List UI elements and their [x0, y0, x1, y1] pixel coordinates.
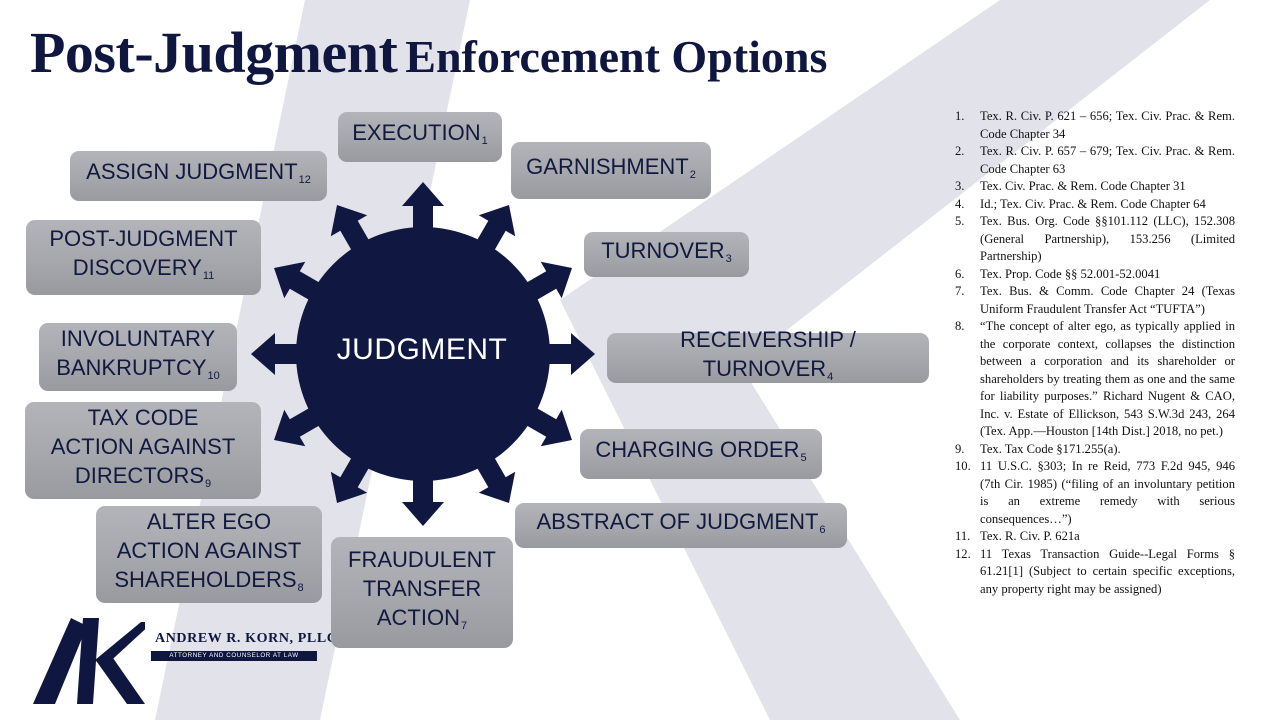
option-tax-code-action: TAX CODE ACTION AGAINST DIRECTORS9 [25, 402, 261, 499]
reference-number: 11. [955, 529, 971, 543]
reference-text: Tex. Civ. Prac. & Rem. Code Chapter 31 [980, 179, 1186, 193]
reference-item: 9. Tex. Tax Code §171.255(a). [955, 441, 1235, 459]
reference-number: 5. [955, 214, 965, 228]
option-abstract-of-judgment: ABSTRACT OF JUDGMENT6 [515, 503, 847, 548]
option-turnover: TURNOVER3 [584, 232, 749, 277]
reference-item: 8. “The concept of alter ego, as typicall… [955, 318, 1235, 441]
reference-text: “The concept of alter ego, as typically … [980, 319, 1235, 438]
option-label: POST-JUDGMENT DISCOVERY [49, 226, 238, 280]
page-title: Post-Judgment Enforcement Options [30, 24, 827, 82]
option-receivership-turnover: RECEIVERSHIP / TURNOVER4 [607, 327, 929, 383]
reference-item: 11. Tex. R. Civ. P. 621a [955, 528, 1235, 546]
option-fraudulent-transfer: FRAUDULENT TRANSFER ACTION7 [331, 537, 513, 648]
reference-item: 10. 11 U.S.C. §303; In re Reid, 773 F.2d … [955, 458, 1235, 528]
reference-text: Tex. Tax Code §171.255(a). [980, 441, 1121, 456]
option-label: EXECUTION [352, 120, 481, 145]
option-ref: 12 [298, 174, 311, 186]
reference-number: 4. [955, 196, 965, 211]
reference-text: Id.; Tex. Civ. Prac. & Rem. Code Chapter… [980, 196, 1206, 211]
option-label: GARNISHMENT [526, 153, 689, 179]
option-ref: 4 [827, 370, 834, 383]
references-list: 1. Tex. R. Civ. P. 621 – 656; Tex. Civ. P… [955, 108, 1235, 598]
option-label: ASSIGN JUDGMENT [86, 159, 298, 184]
option-label: TAX CODE ACTION AGAINST DIRECTORS [50, 404, 236, 488]
title-sub: Enforcement Options [405, 31, 828, 82]
reference-text: Tex. Prop. Code §§ 52.001-52.0041 [980, 266, 1161, 281]
reference-number: 9. [955, 441, 965, 456]
option-alter-ego: ALTER EGO ACTION AGAINST SHAREHOLDERS8 [96, 506, 322, 603]
reference-number: 12. [955, 546, 971, 561]
reference-number: 3. [955, 179, 965, 193]
ak-logo-icon [33, 618, 145, 704]
reference-number: 7. [955, 284, 965, 298]
reference-item: 7. Tex. Bus. & Comm. Code Chapter 24 (Tex… [955, 283, 1235, 318]
arrow-10-icon [251, 333, 305, 375]
option-ref: 11 [202, 270, 215, 282]
option-label: CHARGING ORDER [595, 437, 800, 462]
reference-text: 11 U.S.C. §303; In re Reid, 773 F.2d 945… [980, 459, 1235, 526]
option-garnishment: GARNISHMENT2 [511, 142, 711, 199]
option-ref: 5 [800, 452, 807, 464]
option-label: RECEIVERSHIP / TURNOVER [680, 326, 856, 381]
option-involuntary-bankruptcy: INVOLUNTARY BANKRUPTCY10 [39, 323, 237, 391]
option-ref: 2 [689, 168, 696, 181]
arrow-7-icon [402, 472, 444, 526]
reference-text: 11 Texas Transaction Guide--Legal Forms … [980, 546, 1235, 596]
arrow-1-icon [402, 182, 444, 236]
reference-item: 4. Id.; Tex. Civ. Prac. & Rem. Code Chapt… [955, 196, 1235, 214]
option-label: FRAUDULENT TRANSFER ACTION [348, 546, 496, 630]
reference-text: Tex. R. Civ. P. 621 – 656; Tex. Civ. Pra… [980, 109, 1235, 141]
title-main: Post-Judgment [30, 20, 398, 85]
firm-tagline: ATTORNEY AND COUNSELOR AT LAW [151, 651, 317, 661]
firm-logo: ANDREW R. KORN, PLLC ATTORNEY AND COUNSE… [33, 618, 337, 704]
reference-item: 2. Tex. R. Civ. P. 657 – 679; Tex. Civ. P… [955, 143, 1235, 178]
option-ref: 7 [461, 619, 468, 632]
option-execution: EXECUTION1 [338, 112, 502, 162]
reference-text: Tex. Bus. & Comm. Code Chapter 24 (Texas… [980, 284, 1235, 316]
reference-text: Tex. R. Civ. P. 657 – 679; Tex. Civ. Pra… [980, 144, 1235, 176]
option-assign-judgment: ASSIGN JUDGMENT12 [70, 151, 327, 201]
judgment-hub-circle [296, 227, 550, 481]
reference-item: 5. Tex. Bus. Org. Code §§101.112 (LLC), 1… [955, 213, 1235, 266]
reference-text: Tex. R. Civ. P. 621a [980, 529, 1080, 543]
option-ref: 10 [207, 369, 220, 382]
option-charging-order: CHARGING ORDER5 [580, 429, 822, 479]
option-ref: 9 [205, 477, 212, 490]
option-label: ABSTRACT OF JUDGMENT [536, 508, 819, 534]
option-ref: 6 [819, 523, 826, 536]
option-label: INVOLUNTARY BANKRUPTCY [56, 325, 216, 380]
option-post-judgment-discovery: POST-JUDGMENT DISCOVERY11 [26, 220, 261, 295]
option-ref: 8 [297, 581, 304, 594]
option-ref: 1 [481, 135, 488, 147]
firm-name: ANDREW R. KORN, PLLC [155, 631, 338, 646]
reference-text: Tex. Bus. Org. Code §§101.112 (LLC), 152… [980, 214, 1235, 263]
reference-item: 1. Tex. R. Civ. P. 621 – 656; Tex. Civ. P… [955, 108, 1235, 143]
judgment-hub-label: JUDGMENT [336, 333, 508, 366]
reference-number: 1. [955, 109, 965, 123]
option-label: ALTER EGO ACTION AGAINST SHAREHOLDERS [114, 508, 302, 592]
reference-item: 12. 11 Texas Transaction Guide--Legal For… [955, 546, 1235, 599]
reference-item: 6. Tex. Prop. Code §§ 52.001-52.0041 [955, 266, 1235, 284]
judgment-diagram [251, 182, 595, 526]
reference-number: 10. [955, 459, 971, 473]
option-ref: 3 [725, 252, 732, 265]
reference-number: 2. [955, 144, 965, 158]
arrow-4-icon [541, 333, 595, 375]
reference-item: 3. Tex. Civ. Prac. & Rem. Code Chapter 31 [955, 178, 1235, 196]
reference-number: 8. [955, 319, 965, 333]
reference-number: 6. [955, 266, 965, 281]
option-label: TURNOVER [601, 237, 725, 263]
